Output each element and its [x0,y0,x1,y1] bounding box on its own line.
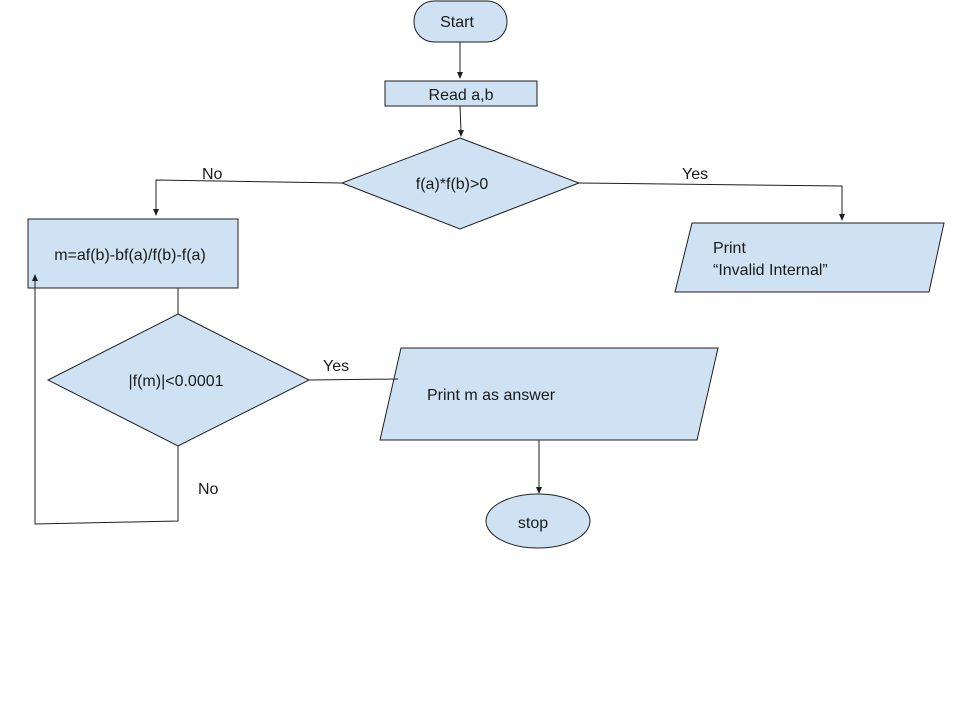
compute-m-box [27,218,239,289]
tol-yes-label: Yes [323,358,349,375]
arrowhead-decision [458,130,464,137]
sign-check-decision [340,137,581,230]
read-input-box [384,80,538,107]
print-invalid-io [674,222,945,293]
edge-sign-yes [578,182,843,215]
edge-read-decision [459,105,462,132]
stop-label: stop [518,515,548,532]
edge-sign-no [155,179,343,210]
tol-no-label: No [198,481,219,498]
tolerance-check-label: |f(m)|<0.0001 [128,373,223,390]
arrowhead-print-invalid [839,214,845,221]
sign-check-label: f(a)*f(b)>0 [416,176,489,193]
print-invalid-line2: “Invalid Internal” [713,262,828,279]
stop-terminal [485,493,591,549]
read-input-label: Read a,b [429,87,494,104]
edge-tol-yes [308,378,399,381]
sign-yes-label: Yes [682,166,708,183]
print-m-label: Print m as answer [427,387,556,404]
edge-tol-no-loop [34,280,179,525]
arrowhead-compute-m [153,209,159,216]
print-invalid-line1: Print [713,240,746,257]
sign-no-label: No [202,166,223,183]
start-label: Start [440,14,474,31]
arrowhead-loop-back [32,274,38,281]
arrowhead-read [457,72,463,79]
arrowhead-stop [536,487,542,494]
compute-m-label: m=af(b)-bf(a)/f(b)-f(a) [54,247,206,264]
print-m-io [379,347,719,441]
